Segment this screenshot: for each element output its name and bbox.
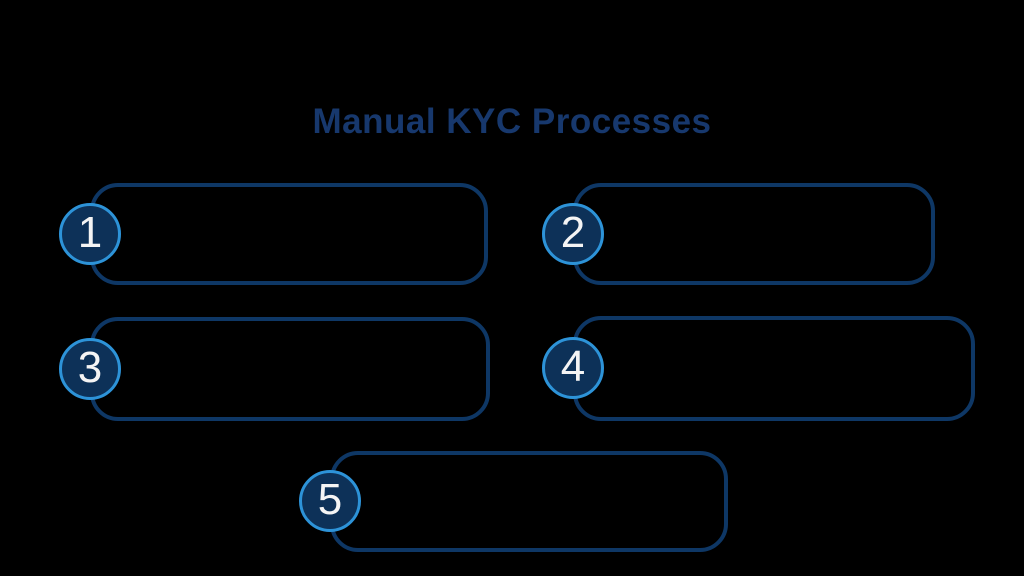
step-box-4	[573, 316, 975, 421]
step-number-badge-4: 4	[542, 337, 604, 399]
step-box-5	[330, 451, 728, 552]
step-number-5: 5	[317, 475, 343, 524]
step-box-3	[90, 317, 490, 421]
step-number-badge-5: 5	[299, 470, 361, 532]
page-title: Manual KYC Processes	[312, 102, 712, 141]
step-number-1: 1	[77, 208, 103, 257]
step-number-3: 3	[77, 343, 103, 392]
step-number-2: 2	[560, 208, 586, 257]
step-number-badge-2: 2	[542, 203, 604, 265]
step-number-badge-3: 3	[59, 338, 121, 400]
step-box-2	[573, 183, 935, 285]
step-box-1	[90, 183, 488, 285]
step-number-4: 4	[560, 342, 586, 391]
step-number-badge-1: 1	[59, 203, 121, 265]
